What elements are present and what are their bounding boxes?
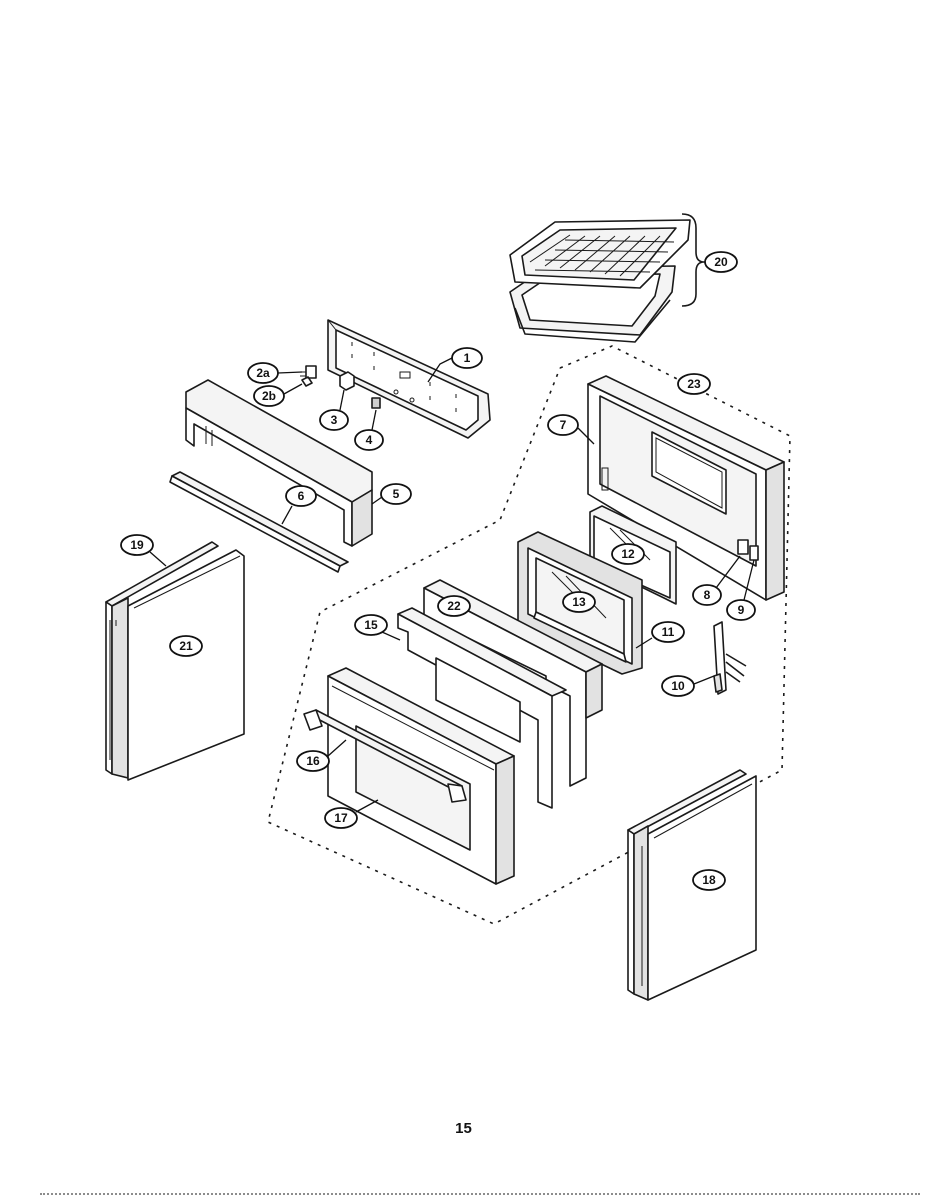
callout-label-9: 9 (738, 603, 745, 617)
callout-11: 11 (635, 621, 685, 649)
callout-label-6: 6 (298, 489, 305, 503)
callout-4: 4 (354, 409, 384, 451)
callout-label-1: 1 (464, 351, 471, 365)
callout-label-12: 12 (621, 547, 635, 561)
callout-15: 15 (354, 614, 401, 641)
callout-2b: 2b (253, 383, 303, 407)
callout-23: 23 (677, 373, 711, 395)
scan-edge-divider (40, 1190, 920, 1195)
callout-22: 22 (437, 595, 471, 617)
callout-7: 7 (547, 414, 595, 445)
callout-label-16: 16 (306, 754, 320, 768)
callout-1: 1 (427, 347, 483, 383)
front-trim (185, 379, 373, 547)
callout-label-15: 15 (364, 618, 378, 632)
callout-label-22: 22 (447, 599, 461, 613)
callout-13: 13 (562, 591, 596, 613)
callout-17: 17 (324, 799, 379, 829)
callout-label-17: 17 (334, 811, 348, 825)
door-handle (303, 709, 467, 803)
callout-label-11: 11 (662, 625, 675, 639)
callout-2a: 2a (247, 362, 303, 384)
callout-label-3: 3 (331, 413, 338, 427)
callout-label-18: 18 (702, 873, 716, 887)
callout-19: 19 (120, 534, 167, 567)
callout-21: 21 (169, 635, 203, 657)
callout-label-13: 13 (572, 595, 586, 609)
callout-label-2b: 2b (262, 389, 276, 403)
callout-label-2a: 2a (256, 366, 270, 380)
callout-10: 10 (661, 675, 715, 697)
callout-5: 5 (371, 483, 412, 505)
left-side-panel (105, 541, 245, 781)
callout-label-23: 23 (687, 377, 701, 391)
door-hinge (713, 621, 747, 695)
callout-label-20: 20 (714, 255, 728, 269)
callout-label-4: 4 (366, 433, 373, 447)
callout-label-21: 21 (179, 639, 193, 653)
right-side-panel (627, 769, 757, 1001)
lower-rail (169, 471, 349, 573)
callout-label-7: 7 (560, 418, 567, 432)
inner-door-frame (587, 375, 785, 601)
callout-9: 9 (726, 559, 756, 621)
callout-label-5: 5 (393, 487, 400, 501)
callout-18: 18 (692, 869, 726, 891)
callout-12: 12 (611, 543, 645, 565)
control-panel (327, 319, 491, 439)
small-components (300, 365, 381, 409)
callout-3: 3 (319, 389, 349, 431)
callout-16: 16 (296, 739, 347, 772)
callout-20: 20 (704, 251, 738, 273)
outer-door (327, 667, 515, 885)
page-number: 15 (455, 1120, 472, 1137)
broiler-pan-assembly (509, 213, 705, 343)
callout-8: 8 (692, 555, 741, 606)
callout-6: 6 (281, 485, 317, 525)
callout-label-10: 10 (671, 679, 685, 693)
callout-label-19: 19 (130, 538, 144, 552)
door-insulation-panel (397, 607, 567, 809)
callout-label-8: 8 (704, 588, 711, 602)
